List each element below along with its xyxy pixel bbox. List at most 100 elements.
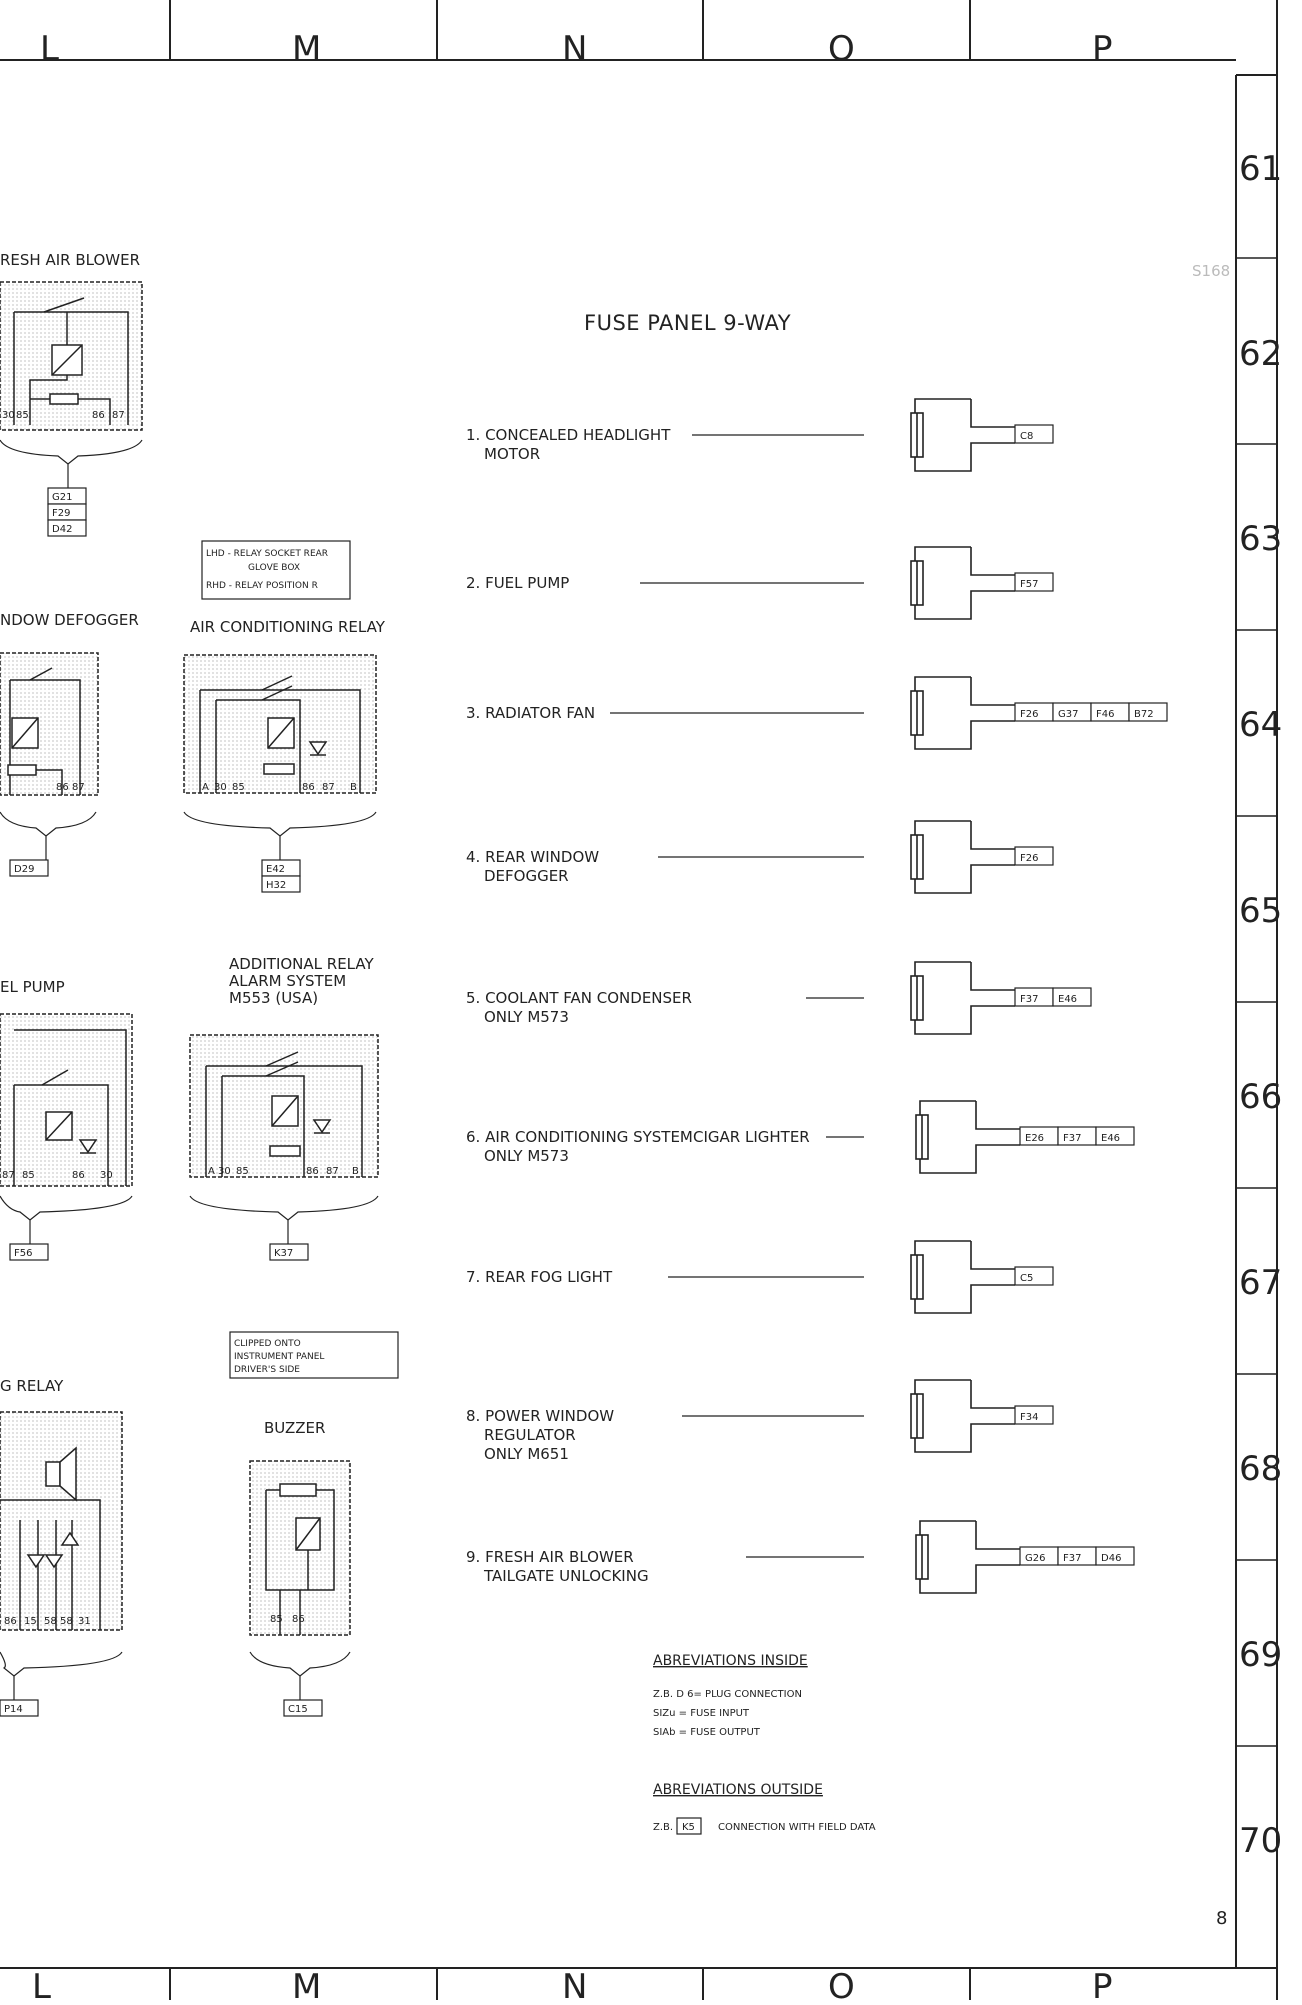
location-note — [201, 540, 351, 600]
terminal-86: 86 — [72, 1170, 85, 1181]
terminal-87: 87 — [322, 782, 335, 793]
fuse-connector-symbol — [910, 398, 1015, 472]
connector-outline — [970, 821, 1015, 850]
fuse-code-box — [1014, 1266, 1054, 1286]
relay-title-fresh-air-blower: RESH AIR BLOWER — [0, 251, 140, 269]
fuse-code-box — [1095, 1126, 1135, 1146]
fuse-item-label: 9. FRESH AIR BLOWER — [466, 1548, 634, 1566]
fuse-code-box — [1014, 572, 1054, 592]
terminal-85: 85 — [236, 1166, 249, 1177]
relay-code-box — [47, 519, 87, 537]
terminal-30: 30 — [2, 410, 15, 421]
fuse-code: F57 — [1020, 579, 1038, 590]
terminal-58b: 58 — [60, 1616, 73, 1627]
terminal-a: A — [202, 782, 209, 793]
bracket — [183, 811, 377, 837]
fuse-code: F37 — [1063, 1553, 1081, 1564]
fuse-item-label: 8. POWER WINDOW — [466, 1407, 614, 1425]
relay-code: K37 — [274, 1248, 293, 1259]
relay-code-box — [283, 1699, 323, 1717]
abbreviations-outside-title: ABREVIATIONS OUTSIDE — [653, 1782, 823, 1798]
connector-outline — [970, 962, 1015, 991]
connector-outline — [914, 676, 1015, 750]
relay-code-group-buzzer: C15 — [249, 1651, 351, 1717]
relay-title-air-conditioning: AIR CONDITIONING RELAY — [190, 618, 386, 636]
connector-outline — [970, 1241, 1015, 1270]
fuse-item-label: ONLY M573 — [484, 1008, 569, 1026]
fuse-code: F26 — [1020, 853, 1038, 864]
terminal-30: 30 — [218, 1166, 231, 1177]
terminal-a: A — [208, 1166, 215, 1177]
relay-code-box — [261, 875, 301, 893]
connector-outline — [975, 1521, 1020, 1550]
fuse-item-label: 2. FUEL PUMP — [466, 574, 569, 592]
relay-title-buzzer: BUZZER — [264, 1419, 325, 1437]
fuse-item-label: TAILGATE UNLOCKING — [483, 1567, 649, 1585]
relay-code-box — [9, 1243, 49, 1261]
fuse-code-box — [1052, 987, 1092, 1007]
connector-outline — [970, 547, 1015, 576]
relay-title-alarm-3: M553 (USA) — [229, 989, 318, 1007]
fuse-code: E26 — [1025, 1133, 1044, 1144]
fuse-item-label: 5. COOLANT FAN CONDENSER — [466, 989, 692, 1007]
fuse-code: F26 — [1020, 709, 1038, 720]
bracket — [0, 439, 143, 465]
connector-outline — [919, 1520, 1020, 1594]
relay-buzzer — [249, 1460, 351, 1636]
fuse-code-box — [1095, 1546, 1135, 1566]
row-label-62: 62 — [1239, 334, 1282, 374]
bracket — [189, 1195, 379, 1221]
terminal-87: 87 — [2, 1170, 15, 1181]
relay-code: F29 — [52, 508, 70, 519]
connector-outline — [914, 1240, 1015, 1314]
location-note-line-1: LHD - RELAY SOCKET REAR — [206, 549, 328, 559]
stamp-mark: S168 — [1192, 262, 1230, 280]
sheet-frame — [0, 0, 1278, 2000]
terminal-87: 87 — [72, 782, 85, 793]
connector-outline — [975, 1101, 1020, 1130]
terminal-86: 86 — [302, 782, 315, 793]
connector-outline — [970, 677, 1015, 706]
page-number: 8 — [1216, 1908, 1227, 1929]
relay-window-defogger — [0, 652, 99, 796]
fuse-panel-title: FUSE PANEL 9-WAY — [584, 311, 791, 335]
relay-code-group-window-defogger: D29 — [0, 811, 97, 877]
terminal-85: 85 — [270, 1614, 283, 1625]
abbreviation-outside-text: CONNECTION WITH FIELD DATA — [718, 1822, 876, 1833]
fuse-code: D46 — [1101, 1553, 1121, 1564]
fuse-connector-symbol — [910, 820, 1015, 894]
connector-outline — [914, 546, 1015, 620]
column-label-m-bottom: M — [292, 1967, 321, 2000]
relay-title-window-defogger: NDOW DEFOGGER — [0, 611, 139, 629]
relay-code: F56 — [14, 1248, 32, 1259]
fuse-item-label: 4. REAR WINDOW — [466, 848, 599, 866]
bracket — [0, 811, 97, 837]
fuse-code: F37 — [1063, 1133, 1081, 1144]
relay-g-relay — [0, 1411, 123, 1631]
fuse-code: B72 — [1134, 709, 1154, 720]
column-label-n: N — [562, 29, 587, 69]
terminal-15: 15 — [24, 1616, 37, 1627]
connector-outline — [970, 1380, 1015, 1409]
fuse-connector-symbol — [910, 676, 1015, 750]
relay-code: P14 — [4, 1704, 23, 1715]
fuse-code-box — [1014, 846, 1054, 866]
row-label-66: 66 — [1239, 1077, 1282, 1117]
clipped-note-box — [229, 1331, 399, 1379]
relay-code: D42 — [52, 524, 72, 535]
clipped-note-line-1: CLIPPED ONTO — [234, 1339, 301, 1349]
relay-air-conditioning — [183, 654, 377, 794]
terminal-30: 30 — [214, 782, 227, 793]
relay-code-box — [9, 859, 49, 877]
location-note-line-3: RHD - RELAY POSITION R — [206, 581, 318, 591]
abbreviation-outside-code: K5 — [682, 1822, 695, 1833]
fuse-connector-symbol — [915, 1520, 1020, 1594]
